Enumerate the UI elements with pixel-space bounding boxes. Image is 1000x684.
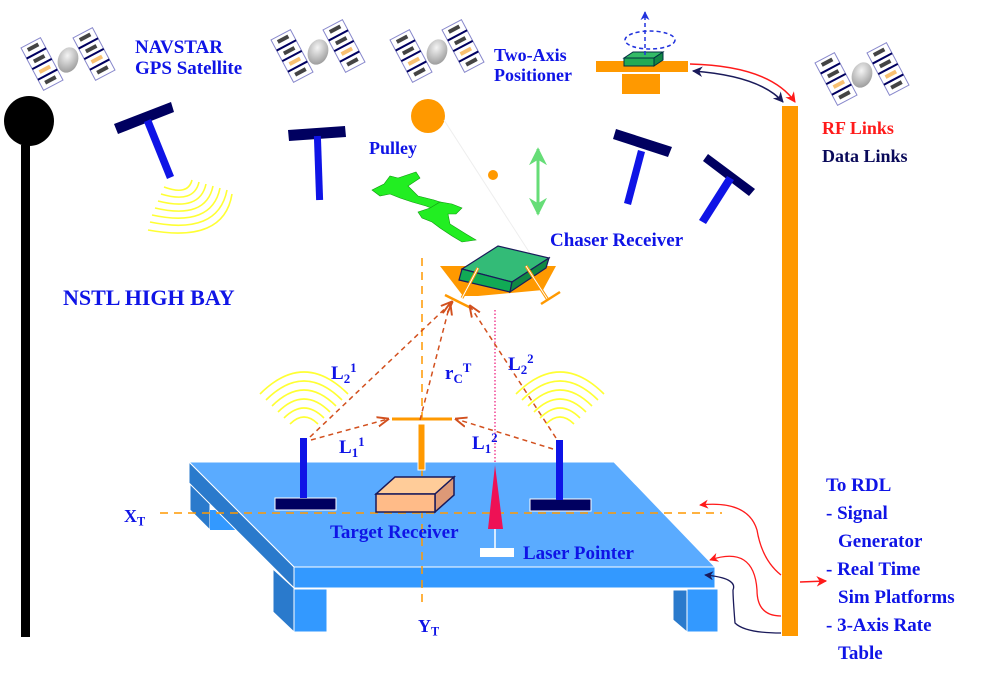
two-axis-positioner-label: Two-Axis Positioner xyxy=(494,45,572,85)
two-axis-line-1: Two-Axis xyxy=(494,45,567,65)
navstar-label: NAVSTAR GPS Satellite xyxy=(135,37,242,80)
pulley-small-icon xyxy=(488,170,498,180)
laser-pointer-label: Laser Pointer xyxy=(523,543,634,564)
pole-left xyxy=(4,96,54,637)
laser-pointer xyxy=(480,310,514,557)
satellite-icon xyxy=(271,20,365,83)
target-receiver-label: Target Receiver xyxy=(330,522,459,543)
measurement-vectors xyxy=(309,302,557,450)
tether-shape xyxy=(371,171,477,243)
navstar-line-2: GPS Satellite xyxy=(135,58,243,80)
rf-link-arrow xyxy=(689,63,796,103)
rdl-item: Sim Platforms xyxy=(838,587,955,608)
satellite-icon xyxy=(21,28,115,91)
rf-link-arrow xyxy=(699,499,782,576)
high-bay-label: NSTL HIGH BAY xyxy=(63,285,235,310)
target-table xyxy=(187,460,719,634)
data-link-arrow xyxy=(691,66,784,103)
y-axis-label: YT xyxy=(418,616,440,639)
rdl-item: - Real Time xyxy=(826,559,921,580)
data-link-arrow xyxy=(704,571,782,634)
x-axis-label: XT xyxy=(124,506,146,529)
two-axis-line-2: Positioner xyxy=(494,65,572,86)
vector-l1-2: L12 xyxy=(472,430,498,456)
vector-l1-1: L11 xyxy=(339,434,365,460)
vector-rc-t: rCT xyxy=(445,360,472,386)
two-axis-positioner xyxy=(596,11,688,94)
pulley-icon xyxy=(411,99,445,133)
ground-antenna-left xyxy=(259,371,349,511)
rf-link-arrow xyxy=(709,553,782,617)
vector-l2-2: L22 xyxy=(508,351,534,377)
satellite-icon xyxy=(815,43,909,106)
gps-transmitter-antenna xyxy=(114,102,233,234)
gps-transmitter-antenna xyxy=(699,154,755,224)
data-links-label: Data Links xyxy=(822,146,908,166)
rf-links-label: RF Links xyxy=(822,118,894,138)
rdl-item: Table xyxy=(838,643,883,664)
gps-transmitter-antenna xyxy=(288,126,346,201)
rdl-list: To RDL - Signal Generator - Real Time Si… xyxy=(826,472,955,668)
pole-right xyxy=(782,106,798,636)
satellite-icon xyxy=(390,20,484,83)
chaser-receiver xyxy=(440,245,561,310)
rdl-arrow xyxy=(799,576,828,587)
rdl-item: - 3-Axis Rate xyxy=(826,615,932,636)
gps-transmitter-antenna xyxy=(613,129,672,205)
vector-l2-1: L21 xyxy=(331,360,357,386)
navstar-line-1: NAVSTAR xyxy=(135,37,223,58)
ground-antenna-right xyxy=(515,371,605,512)
rdl-item: - Signal xyxy=(826,503,888,524)
chaser-receiver-label: Chaser Receiver xyxy=(550,230,684,251)
rdl-title: To RDL xyxy=(826,475,892,496)
target-receiver xyxy=(374,417,456,514)
pulley-label: Pulley xyxy=(369,138,417,158)
rdl-item: Generator xyxy=(838,531,923,552)
